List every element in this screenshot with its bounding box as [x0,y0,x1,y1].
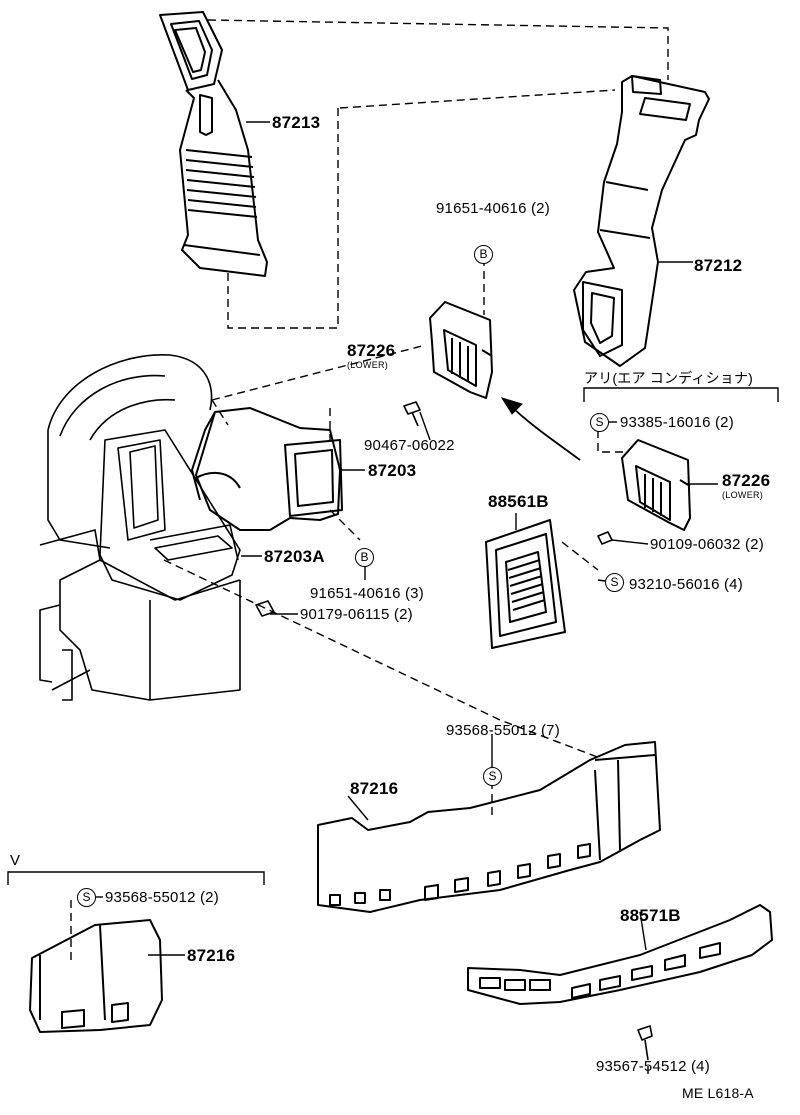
duct-87213-drawing [159,11,268,277]
part-87203-label: 87203 [368,461,417,480]
fastener-91651-mid-label: 91651-40616 (3) [310,585,424,602]
part-87212-label: 87212 [694,256,743,275]
reference-code: ME L618-A [682,1085,754,1101]
mark-s-93210: S [605,573,624,592]
fastener-93567-label: 93567-54512 (4) [596,1058,710,1075]
duct-87212-drawing [573,75,710,367]
bracket-87226-top-drawing [429,301,493,399]
fastener-93568-v-label: 93568-55012 (2) [105,889,219,906]
mark-s-93568-v: S [77,888,96,907]
part-87203A-label: 87203A [264,547,325,566]
mark-b-mid: B [355,548,374,567]
part-87226-right-sub: (LOWER) [722,490,764,500]
part-87216-v-label: 87216 [187,946,236,965]
mark-s-93568-main: S [483,767,502,786]
fastener-90467-label: 90467-06022 [364,437,455,454]
bracket-88571B-drawing [467,904,773,1005]
part-87226-top-sub: (LOWER) [347,360,389,370]
fastener-91651-top-label: 91651-40616 (2) [436,200,550,217]
fastener-93568-main-label: 93568-55012 (7) [446,722,560,739]
part-87216-main-label: 87216 [350,779,399,798]
air-conditioner-header: アリ(エア コンディショナ) [584,370,754,386]
fastener-93385-label: 93385-16016 (2) [620,414,734,431]
fastener-93210-label: 93210-56016 (4) [629,576,743,593]
mark-b-top: B [474,245,493,264]
part-87226-top-label: 87226 [347,341,396,360]
mark-s-93385: S [590,413,609,432]
direction-arrow [500,397,581,461]
fastener-90109-label: 90109-06032 (2) [650,536,764,553]
dashed-guide-lines [70,19,669,960]
leader-lines [7,121,779,1074]
grille-88561B-drawing [485,519,566,649]
duct-87216-main-drawing [317,741,661,913]
duct-87216-v-drawing [29,919,163,1033]
bracket-87226-right-drawing [621,439,691,531]
part-88561B-label: 88561B [488,492,549,511]
part-88571B-label: 88571B [620,906,681,925]
variant-v-header: V [10,852,21,869]
fastener-90179-label: 90179-06115 (2) [300,606,413,623]
duct-87203-drawing [191,407,343,531]
part-87213-label: 87213 [272,113,321,132]
part-87226-right-label: 87226 [722,471,771,490]
part-87203A-drawing [154,535,233,561]
heater-unit-drawing [39,354,241,701]
